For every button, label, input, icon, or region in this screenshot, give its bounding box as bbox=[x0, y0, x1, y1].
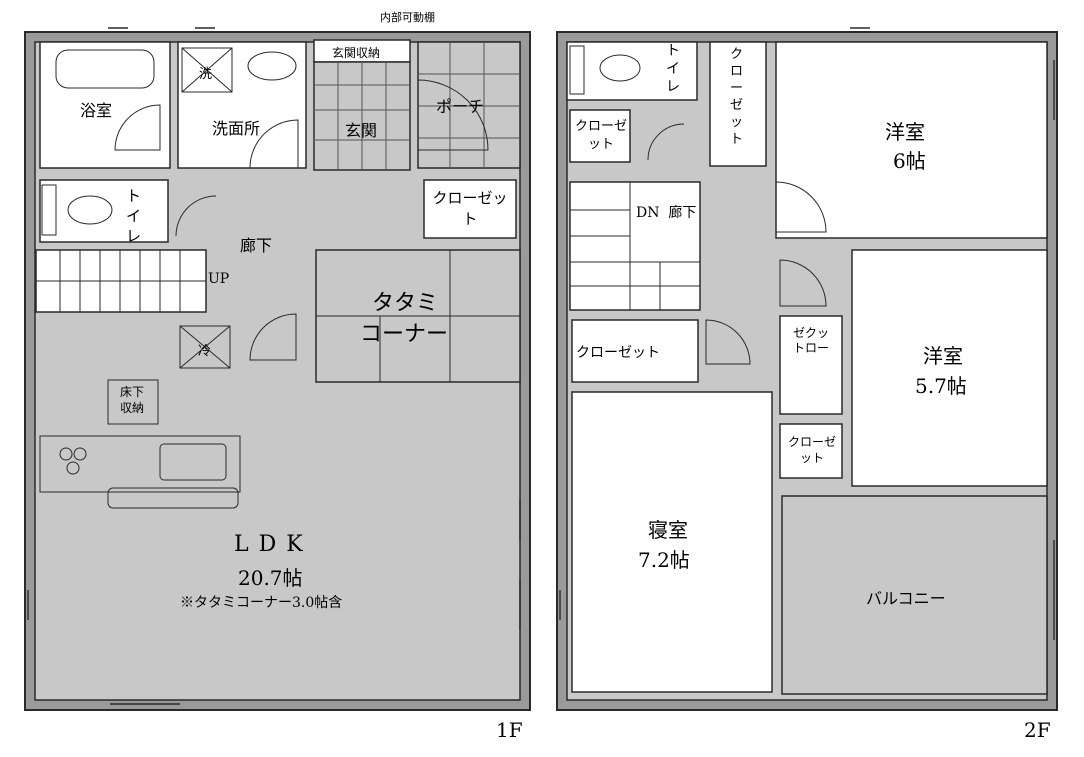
bath-room bbox=[39, 41, 171, 169]
closet-small-2f bbox=[569, 109, 631, 163]
porch-label: ポーチ bbox=[436, 97, 485, 116]
tatami-label-2: コーナー bbox=[360, 322, 449, 347]
bedroom bbox=[571, 391, 773, 693]
entrance-label: 玄関 bbox=[345, 121, 378, 140]
bedroom-size: 7.2帖 bbox=[638, 548, 690, 572]
washroom-label: 洗面所 bbox=[212, 119, 261, 138]
ldk-note: ※タタミコーナー3.0帖含 bbox=[180, 595, 343, 611]
floor-1f-label: 1F bbox=[496, 718, 523, 742]
bath-label: 浴室 bbox=[80, 101, 113, 120]
closet-wide-2f-label: クローゼット bbox=[576, 345, 660, 361]
tatami-label-1: タタミ bbox=[372, 291, 439, 316]
ldk-label: LDK bbox=[234, 532, 313, 557]
kitchen-counter bbox=[39, 435, 241, 493]
floor-2f-label: 2F bbox=[1024, 718, 1051, 742]
western-room-1 bbox=[775, 41, 1048, 239]
underfloor-storage bbox=[107, 379, 159, 425]
western-room-1-label: 洋室 bbox=[885, 120, 925, 144]
balcony bbox=[781, 495, 1048, 695]
kitchen-sink bbox=[159, 443, 227, 481]
toilet-1f-label: トイレ bbox=[126, 187, 142, 245]
western-room-2-size: 5.7帖 bbox=[915, 374, 967, 398]
toilet-1f bbox=[39, 179, 169, 243]
underfloor-label-1: 床下 bbox=[120, 385, 145, 399]
toilet-bowl-1f bbox=[67, 195, 113, 225]
ldk-size: 20.7帖 bbox=[238, 566, 303, 590]
dn-hall-label: DN 廊下 bbox=[636, 205, 697, 221]
hallway-1f-label: 廊下 bbox=[240, 236, 273, 255]
washer-mark: 洗 bbox=[199, 67, 213, 82]
closet-tall-2f-label: クローゼット bbox=[730, 47, 744, 147]
toilet-2f bbox=[566, 41, 698, 101]
shelf-note: 内部可動棚 bbox=[380, 11, 435, 24]
bathtub bbox=[55, 49, 155, 89]
floor-2f-plan bbox=[556, 27, 1058, 711]
stairs-down bbox=[569, 181, 701, 311]
washer-space bbox=[181, 47, 233, 93]
washroom-door-swing bbox=[249, 119, 299, 169]
up-label: UP bbox=[208, 271, 230, 287]
bedroom-label: 寝室 bbox=[648, 518, 688, 542]
toilet-2f-label: トイレ bbox=[666, 43, 680, 95]
closet-vert-2f bbox=[779, 315, 843, 415]
closet-wide-2f bbox=[571, 319, 699, 383]
balcony-label: バルコニー bbox=[866, 589, 946, 608]
shoe-storage-label: 玄関収納 bbox=[332, 46, 381, 60]
closet-tall-2f bbox=[709, 41, 767, 167]
wash-basin bbox=[247, 51, 297, 81]
front-door-swing bbox=[417, 79, 489, 151]
fridge-space bbox=[179, 325, 231, 369]
toilet-bowl-2f bbox=[599, 54, 641, 82]
underfloor-label-2: 収納 bbox=[120, 401, 145, 415]
western-room-2-label: 洋室 bbox=[923, 344, 963, 368]
closet-mini-2f-label: クローゼット bbox=[787, 435, 836, 465]
porch bbox=[417, 41, 521, 169]
bath-door-swing bbox=[114, 104, 161, 151]
closet-small-2f-label: クローゼット bbox=[574, 119, 627, 152]
closet-1f-label: クローゼット bbox=[432, 189, 508, 228]
fridge-mark: 冷 bbox=[198, 344, 212, 359]
closet-vert-2f-label: ゼクットロー bbox=[793, 326, 830, 355]
closet-mini-2f bbox=[779, 423, 843, 479]
closet-1f bbox=[423, 179, 517, 239]
floor-1f-plan bbox=[24, 27, 531, 711]
western-room-2 bbox=[851, 249, 1048, 487]
western-room-1-size: 6帖 bbox=[893, 149, 926, 173]
